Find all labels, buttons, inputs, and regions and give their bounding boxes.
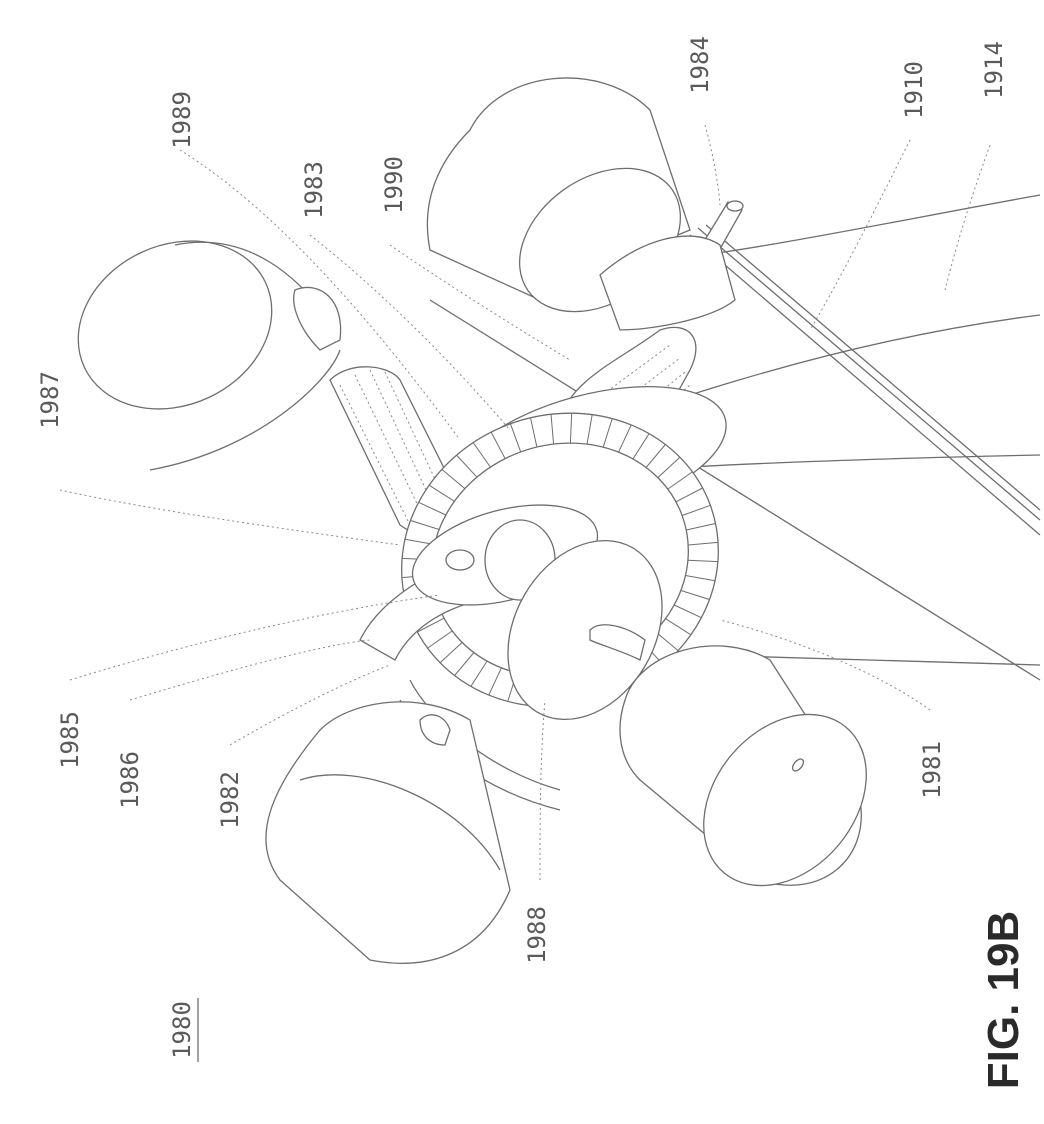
gear-tooth <box>470 660 488 687</box>
label-1990: 1990 <box>380 156 408 214</box>
gear-tooth <box>673 604 702 619</box>
gear-tooth <box>602 418 613 448</box>
assembly-reference-1980: 1980 <box>168 1001 196 1059</box>
gear-tooth <box>645 444 666 468</box>
gear-tooth <box>490 431 506 459</box>
gear-tooth <box>686 523 716 531</box>
gear-tooth <box>687 559 718 563</box>
reference-labels: 1989 1983 1990 1984 1910 1914 1987 1985 … <box>36 36 1008 1062</box>
gear-tooth <box>428 484 455 502</box>
cylinder-top-right <box>426 77 736 331</box>
leader-1987 <box>59 489 401 546</box>
gear-tooth <box>456 454 478 478</box>
gear-tooth <box>410 520 440 530</box>
label-1982: 1982 <box>216 771 244 829</box>
disk-1988 <box>507 539 663 721</box>
gear-tooth <box>685 575 716 582</box>
gear-tooth <box>427 630 453 649</box>
label-1983: 1983 <box>300 161 328 219</box>
gear-tooth <box>530 417 538 448</box>
leader-lines <box>59 124 991 881</box>
gear-tooth <box>675 487 703 503</box>
gear-tooth <box>665 618 692 636</box>
label-1981: 1981 <box>918 741 946 799</box>
gear-tooth <box>682 504 711 516</box>
gear-tooth <box>667 471 693 490</box>
leader-1990 <box>389 244 571 361</box>
label-1987: 1987 <box>36 371 64 429</box>
gear-tooth <box>488 667 502 696</box>
gear-tooth <box>418 501 447 516</box>
gear-tooth <box>569 413 573 444</box>
cylinder-bottom-left <box>265 701 511 964</box>
gear-tooth <box>454 652 475 676</box>
gear-tooth <box>657 456 681 478</box>
gear-tooth <box>688 541 719 546</box>
gear-tooth <box>586 414 593 445</box>
cylinder-top-left <box>77 240 342 471</box>
cylinder-bottom-right <box>619 645 867 887</box>
leader-1914 <box>944 144 991 291</box>
leader-1984 <box>704 124 721 206</box>
label-1986: 1986 <box>116 751 144 809</box>
figure-caption: FIG. 19B <box>979 911 1028 1090</box>
gear-tooth <box>550 414 555 445</box>
leader-1986 <box>129 639 371 701</box>
label-1989: 1989 <box>168 91 196 149</box>
label-1988: 1988 <box>523 906 551 964</box>
gear-tooth <box>509 423 522 453</box>
gear-tooth <box>618 424 632 453</box>
gear-tooth <box>472 442 491 468</box>
gear-tooth <box>417 617 445 633</box>
leader-1910 <box>809 139 911 331</box>
label-1985: 1985 <box>56 711 84 769</box>
gear-tooth <box>632 433 650 460</box>
leader-1988 <box>539 699 546 881</box>
rod-1910 <box>689 224 1041 536</box>
gear-tooth <box>439 642 463 664</box>
gear-tooth <box>680 590 710 600</box>
label-1984: 1984 <box>686 36 714 94</box>
label-1914: 1914 <box>980 41 1008 99</box>
leader-1981 <box>719 619 931 711</box>
gear-tooth <box>441 469 466 489</box>
label-1910: 1910 <box>900 61 928 119</box>
